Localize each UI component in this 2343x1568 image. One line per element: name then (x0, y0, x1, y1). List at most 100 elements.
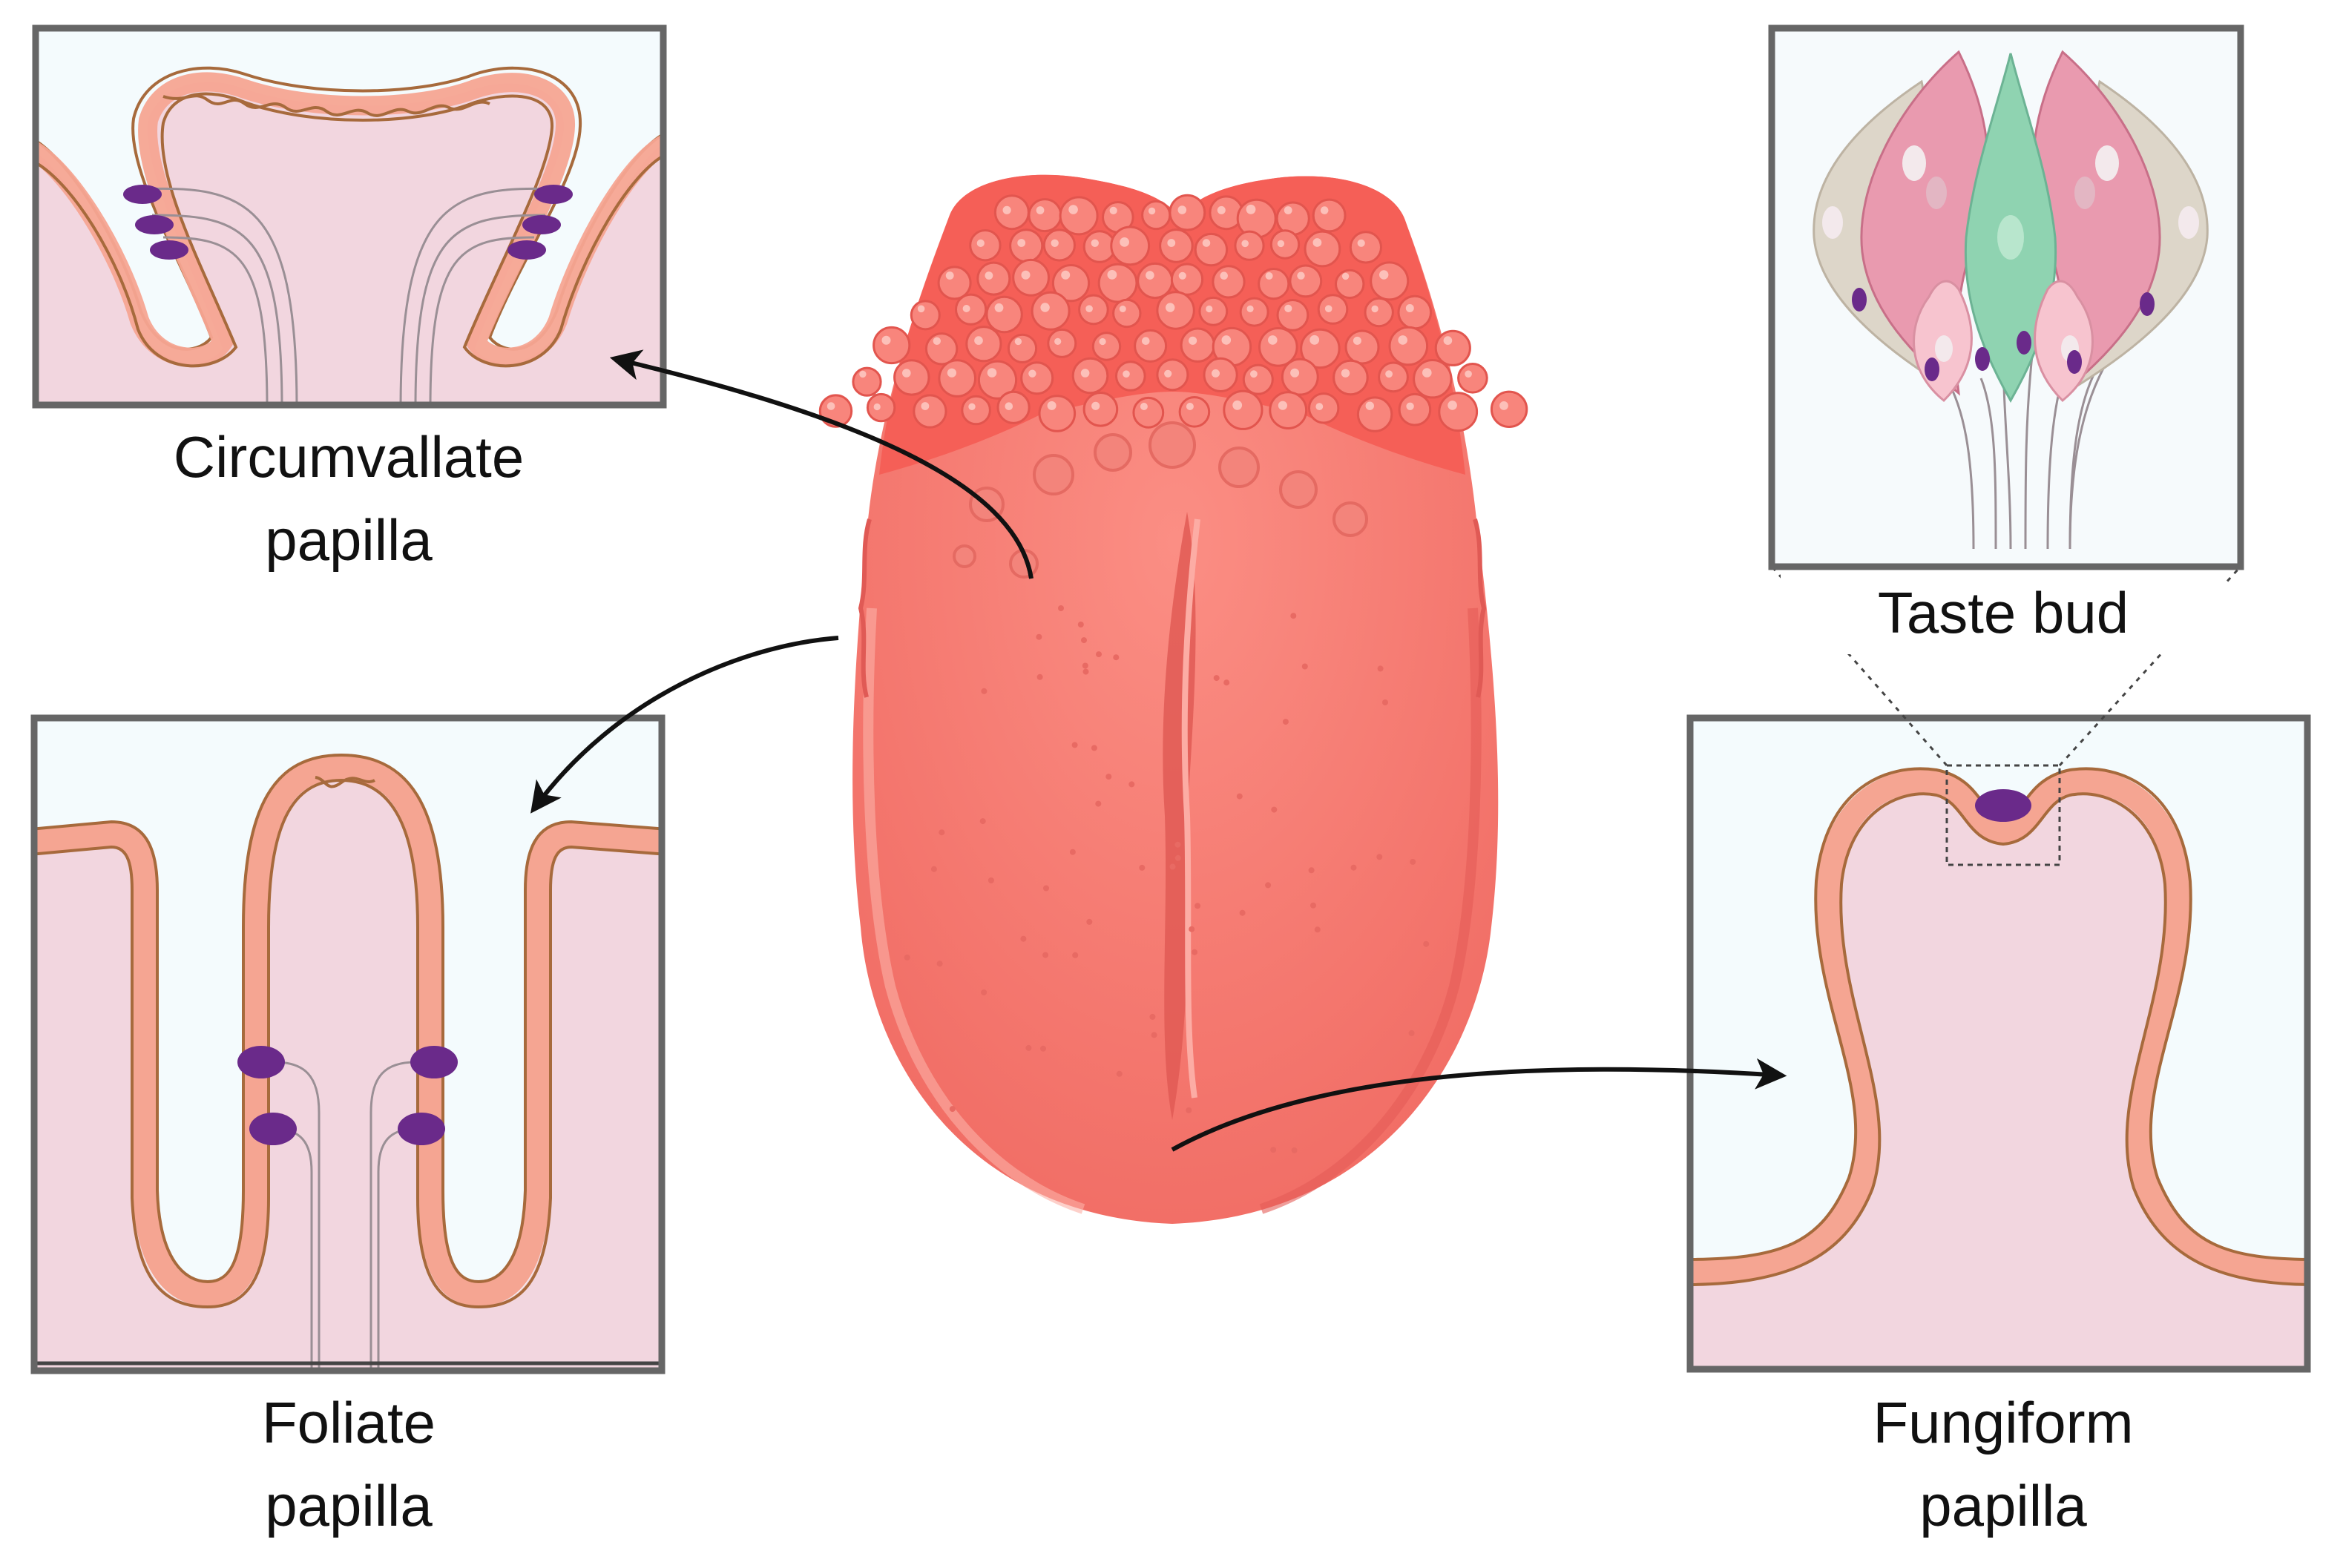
tongue-bump (1028, 198, 1062, 233)
fungiform-dot (1174, 854, 1181, 861)
tongue-bump-highlight (1246, 204, 1256, 214)
foliate-label-line1: Foliate (261, 1390, 436, 1455)
foliate-folds-right (1473, 518, 1487, 698)
tongue-bump (924, 332, 959, 366)
tongue-bump-highlight (1250, 370, 1258, 378)
fungiform-label: Fungiform papilla (1781, 1381, 2226, 1547)
tongue-bump (1134, 329, 1168, 363)
tongue-bump-highlight (1290, 368, 1300, 378)
fungiform-dot (1042, 952, 1049, 958)
green-cell-nucleus (1997, 215, 2024, 260)
tongue-bump (1457, 363, 1488, 394)
tongue-bump (913, 394, 947, 429)
fungiform-dot (904, 954, 910, 961)
tongue-bump-highlight (994, 303, 1004, 312)
tongue-bump-highlight (1278, 401, 1287, 410)
fungiform-dot (1291, 1147, 1298, 1153)
fungiform-dot (1069, 849, 1076, 855)
arrow-to-circumvallate (609, 349, 1034, 579)
tongue-bump-highlight (1119, 306, 1126, 312)
fungiform-panel (1686, 714, 2311, 1373)
tongue-bump (1275, 201, 1310, 236)
tongue-bump (1203, 357, 1238, 392)
fungiform-dot (1105, 774, 1112, 780)
fungiform-dot (1350, 864, 1357, 871)
fungiform-dot (1213, 675, 1220, 682)
tongue-bump-highlight (1320, 206, 1329, 214)
fungiform-dot (1149, 1013, 1156, 1020)
fungiform-panel-border (1686, 714, 2311, 1373)
circumvallate-label: Circumvallate papilla (126, 415, 571, 582)
tongue-bump-highlight (921, 402, 930, 410)
tongue-bump-highlight (1148, 207, 1156, 215)
tongue-bump-highlight (1028, 369, 1036, 378)
tongue-bump (1234, 230, 1265, 261)
fungiform-dot (1186, 1107, 1192, 1113)
fungiform-dot (1025, 1044, 1032, 1051)
tongue-bump-highlight (1357, 239, 1365, 247)
tongue-bump-highlight (1140, 403, 1148, 410)
tongue-bump-highlight (1232, 400, 1243, 410)
fungiform-epithelium (1690, 769, 2307, 1284)
fungiform-dot (1086, 918, 1093, 925)
tongue-bump (1180, 327, 1216, 363)
tongue-bump-highlight (945, 271, 954, 280)
fungiform-dot (1223, 679, 1230, 686)
foliate-crest (315, 776, 375, 788)
fungiform-dot (1174, 841, 1181, 848)
tongue-bump (1112, 298, 1142, 329)
tongue-bump-highlight (1166, 303, 1175, 312)
tongue-edge-shadow-right (1259, 607, 1482, 1214)
tongue-bump-highlight (1054, 337, 1062, 345)
tongue-bump-highlight (1405, 304, 1414, 312)
tongue-bump (985, 295, 1023, 334)
tongue-bump (1242, 363, 1274, 395)
taste-bud-label: Taste bud (1781, 571, 2226, 654)
arrow-to-foliate (530, 636, 839, 814)
fungiform-dot (1043, 885, 1049, 892)
fungiform-dot (1128, 781, 1135, 788)
tongue-bump (1137, 262, 1174, 300)
tongue-bump (1132, 396, 1165, 429)
tongue-bump-highlight (1178, 271, 1186, 280)
circumvallate-epithelium (36, 72, 663, 367)
tongue-bump-highlight (1040, 303, 1050, 312)
tongue-bump (1397, 294, 1433, 330)
fungiform-dot (988, 877, 994, 883)
foliate-outer-outline (34, 753, 662, 1284)
tongue-bump (1007, 333, 1038, 363)
tongue-bump (938, 359, 976, 398)
tongue-bump (1082, 392, 1119, 427)
tongue-bump (1438, 392, 1479, 432)
tongue-bump (1281, 358, 1319, 396)
tongue-bump-highlight (1385, 370, 1393, 378)
tongue-bump-highlight (1099, 337, 1106, 346)
tongue-bump-highlight (947, 368, 956, 378)
tongue-bump (955, 293, 988, 326)
tongue-bump (1178, 396, 1211, 428)
circumvallate-panel (32, 24, 667, 409)
tongue-bump-highlight (985, 271, 993, 280)
foliate-tissue (34, 779, 662, 1371)
tongue-bump (1378, 361, 1409, 393)
tongue-illustration (818, 174, 1528, 1225)
fungiform-dot (1189, 926, 1195, 932)
tongue-bump (873, 326, 911, 365)
fungiform-dot (1194, 903, 1201, 909)
tongue-bump-highlight (1123, 370, 1130, 378)
tongue-bump (1198, 296, 1229, 326)
tongue-bump-highlight (962, 305, 970, 312)
foliate-panel-border (30, 714, 666, 1374)
tongue-bump-highlight (1177, 205, 1187, 214)
fungiform-dot (1071, 742, 1078, 748)
tongue-bump-highlight (1371, 305, 1378, 313)
tongue-bump (1312, 198, 1347, 233)
tongue-bump (1115, 360, 1146, 392)
tongue-bump-highlight (1309, 335, 1320, 345)
tongue-bump-highlight (1202, 239, 1211, 247)
arrow-to-fungiform (1171, 1058, 1787, 1152)
foliate-epithelium (34, 755, 662, 1307)
fungiform-dot (1314, 926, 1321, 933)
fungiform-dot (979, 818, 986, 825)
fungiform-taste-bud (1975, 789, 2031, 822)
